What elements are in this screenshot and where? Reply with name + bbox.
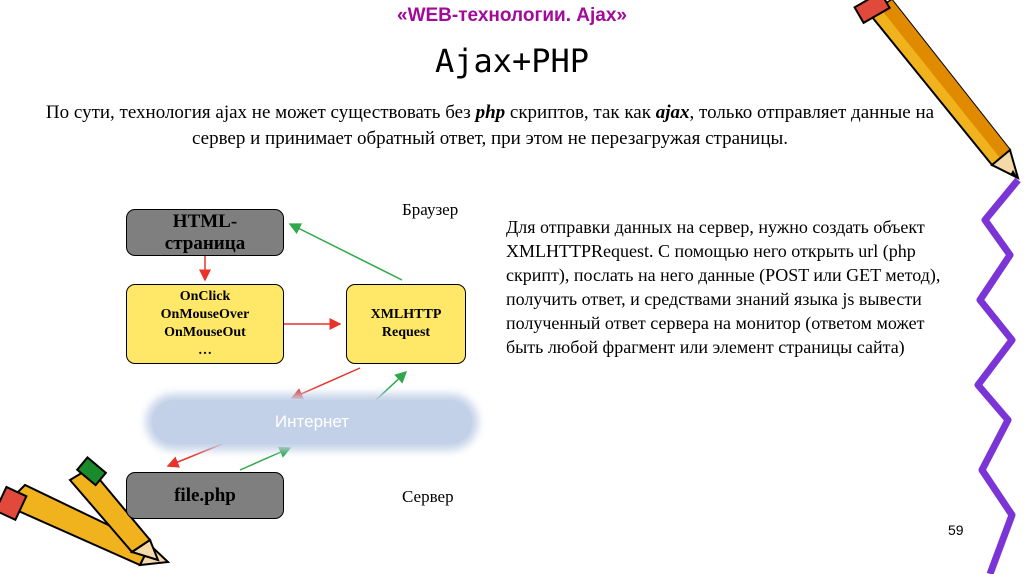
arrow-xmlhttp-to-internet: [292, 368, 360, 398]
slide-title: Ajax+PHP: [0, 42, 1024, 80]
server-caption: Сервер: [402, 487, 454, 507]
browser-caption: Браузер: [402, 200, 458, 220]
ajax-term: ajax: [656, 102, 690, 123]
internet-cloud: Интернет: [152, 400, 472, 444]
page-number: 59: [948, 522, 964, 538]
php-term: php: [476, 102, 506, 123]
html-page-box: HTML-страница: [126, 209, 284, 256]
side-description: Для отправки данных на сервер, нужно соз…: [506, 215, 966, 359]
file-php-box: file.php: [126, 472, 284, 519]
arrow-internet-to-file: [168, 444, 222, 466]
intro-paragraph: По сути, технология ajax не может сущест…: [40, 100, 940, 152]
arrow-internet-to-xmlhttp: [376, 372, 406, 400]
slide-header: «WEB-технологии. Ajax»: [0, 5, 1024, 27]
arrow-xmlhttp-to-html: [290, 224, 402, 280]
squiggle-line-right: [978, 180, 1018, 574]
arrow-file-to-internet: [240, 448, 290, 470]
